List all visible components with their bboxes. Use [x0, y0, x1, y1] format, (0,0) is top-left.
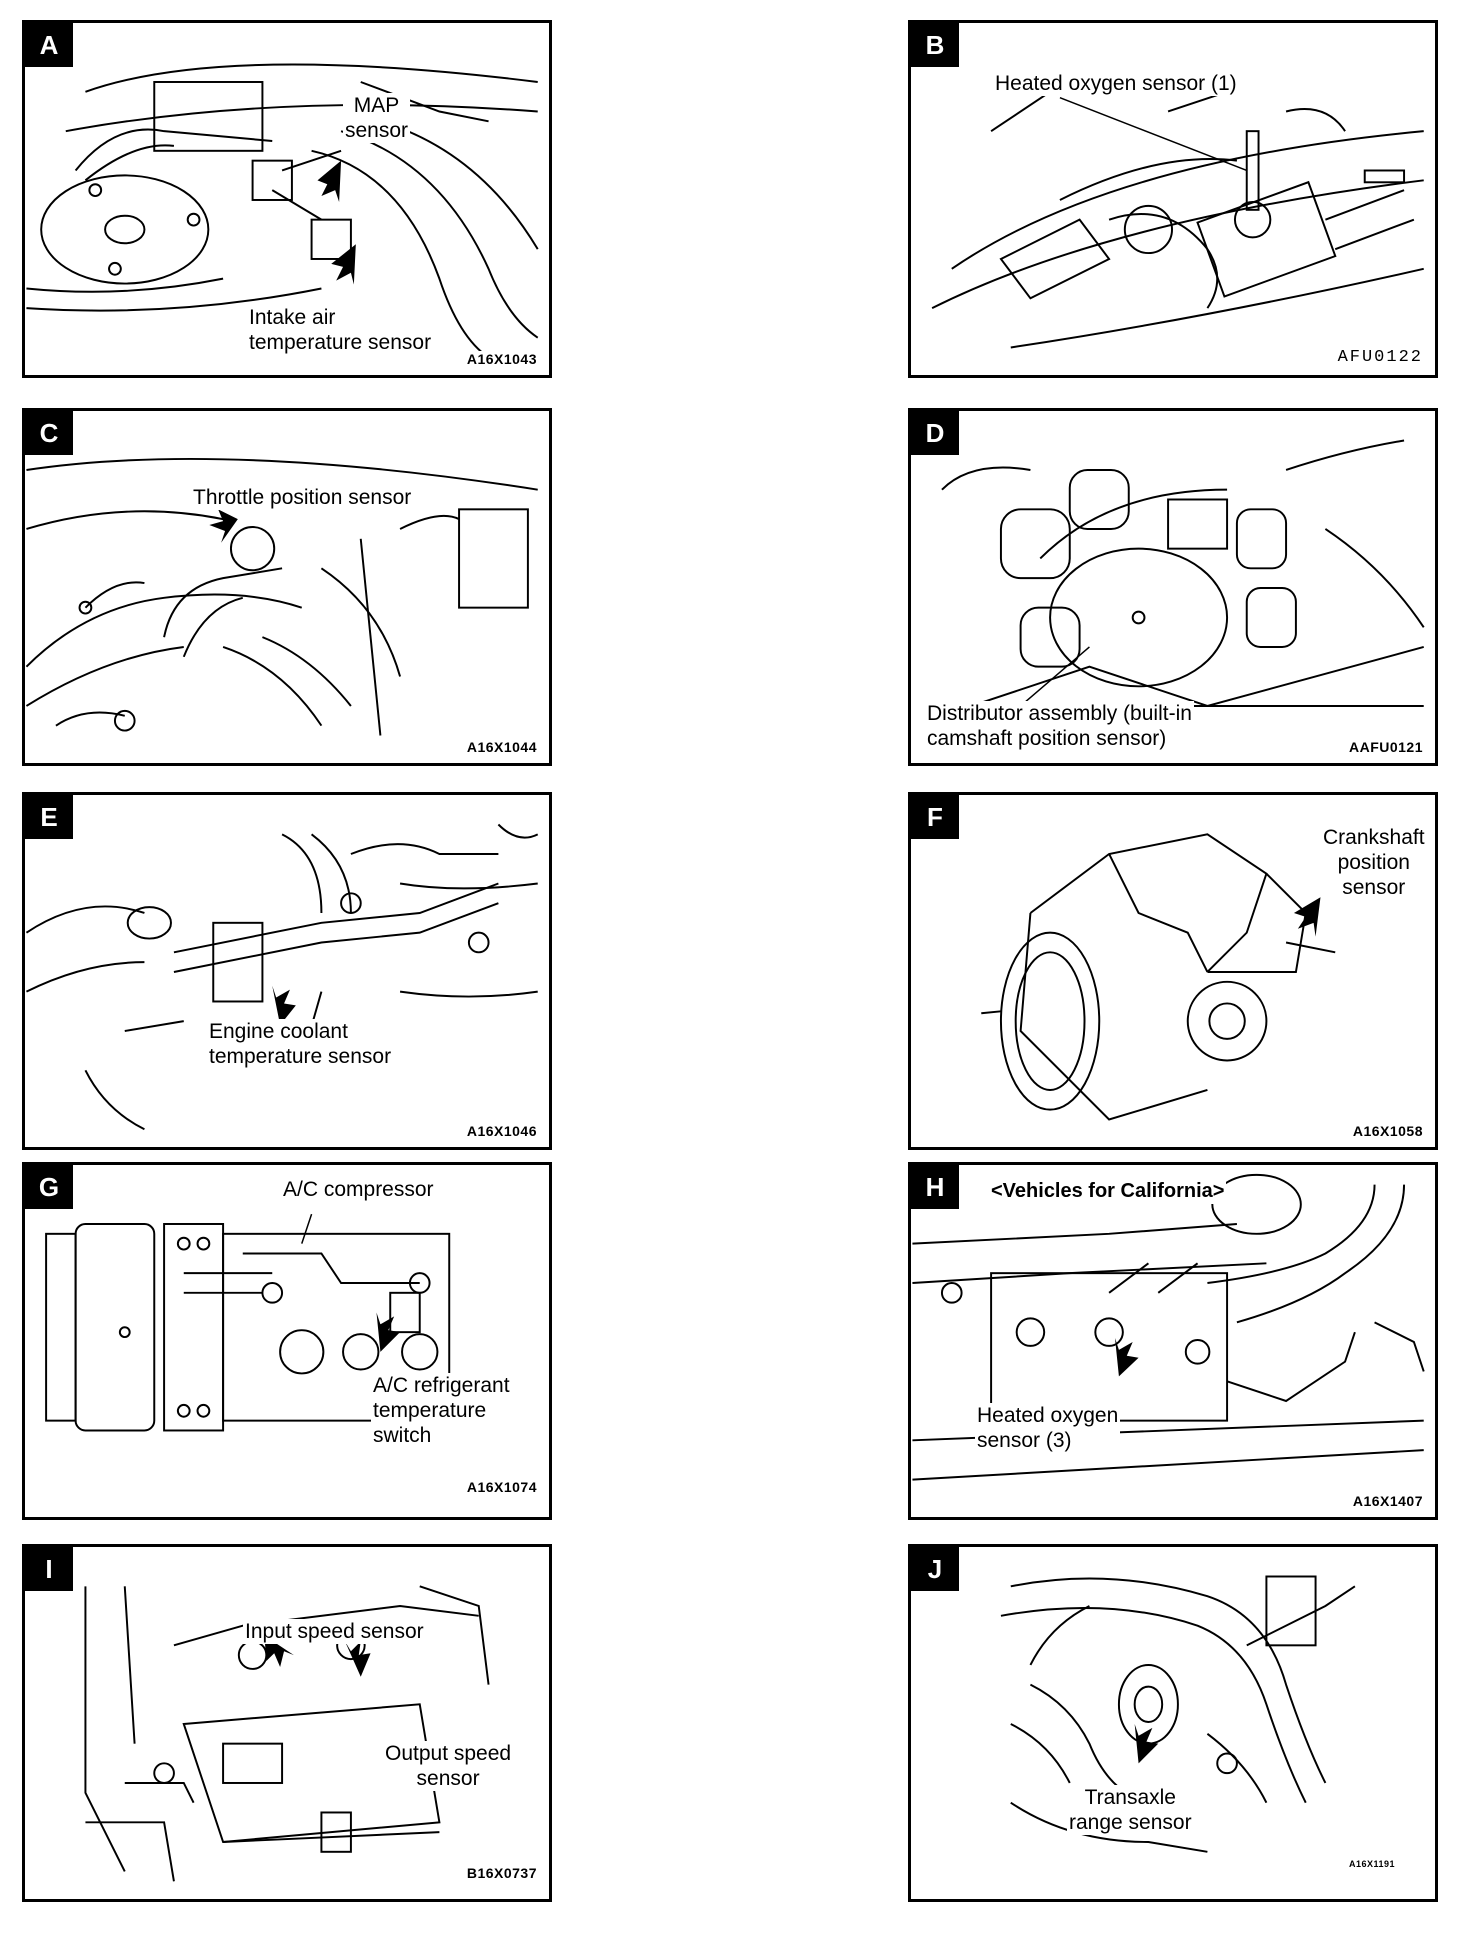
figure-code: A16X1191 — [1348, 1859, 1395, 1869]
figure-code: AFU0122 — [1337, 348, 1423, 367]
heated-oxygen-sensor-1-label: Heated oxygen sensor (1) — [993, 71, 1239, 96]
figure-code: A16X1043 — [466, 351, 537, 367]
transaxle-range-sensor-label: Transaxle range sensor — [1067, 1785, 1194, 1835]
label-line: temperature sensor — [209, 1045, 392, 1068]
figure-code: A16X1407 — [1352, 1493, 1423, 1509]
label-line: sensor — [1342, 876, 1406, 899]
label-line: sensor — [416, 1767, 480, 1790]
transaxle-range-sensor-illustration — [1000, 1575, 1356, 1853]
panel-badge: H — [911, 1165, 959, 1209]
label-line: temperature — [373, 1399, 487, 1422]
map-sensor-label: MAP sensor — [343, 93, 411, 143]
label-line: position — [1337, 851, 1410, 874]
label-line: sensor (3) — [977, 1429, 1072, 1452]
panel-d: D Distributor assembly (built-in camshaf… — [908, 408, 1438, 766]
input-output-speed-sensor-illustration — [84, 1585, 490, 1882]
figure-code: AAFU0121 — [1348, 739, 1423, 755]
crankshaft-position-sensor-illustration — [981, 833, 1336, 1121]
heated-oxygen-sensor-3-label: Heated oxygen sensor (3) — [975, 1403, 1121, 1453]
crankshaft-position-sensor-label: Crankshaft position sensor — [1321, 825, 1427, 900]
label-line: MAP — [353, 94, 400, 117]
label-line: Output speed — [385, 1742, 512, 1765]
label-line: Heated oxygen — [977, 1404, 1119, 1427]
panel-badge: B — [911, 23, 959, 67]
panel-badge: J — [911, 1547, 959, 1591]
panel-badge: E — [25, 795, 73, 839]
label-line: A/C refrigerant — [373, 1374, 510, 1397]
engine-coolant-temperature-sensor-illustration — [25, 823, 539, 1131]
throttle-position-sensor-label: Throttle position sensor — [191, 485, 414, 510]
figure-code: A16X1074 — [466, 1479, 537, 1495]
panel-h: H <Vehicles for California> Heated oxyge… — [908, 1162, 1438, 1520]
heated-oxygen-sensor-3-illustration — [912, 1173, 1425, 1481]
distributor-assembly-illustration — [931, 439, 1425, 747]
input-speed-sensor-label: Input speed sensor — [243, 1619, 426, 1644]
panel-badge: A — [25, 23, 73, 67]
panel-c: C Throttle position sensor A16X1044 — [22, 408, 552, 766]
panel-a: A MAP sensor Intake air temperature sens… — [22, 20, 552, 378]
distributor-assembly-label: Distributor assembly (built-in camshaft … — [925, 701, 1194, 751]
panel-e: E Engine coolant temperature sensor A16X… — [22, 792, 552, 1150]
panel-badge: C — [25, 411, 73, 455]
panel-b: B Heated oxygen sensor (1) AFU0122 — [908, 20, 1438, 378]
label-line: switch — [373, 1424, 432, 1447]
label-line: Intake air — [249, 306, 336, 329]
engine-coolant-temperature-sensor-label: Engine coolant temperature sensor — [207, 1019, 394, 1069]
figure-code: B16X0737 — [466, 1865, 537, 1881]
label-line: Distributor assembly (built-in — [927, 702, 1192, 725]
label-line: range sensor — [1069, 1811, 1192, 1834]
throttle-position-sensor-illustration — [25, 457, 538, 736]
panel-g: G A/C compressor A/C refrigerant tempera… — [22, 1162, 552, 1520]
panel-j: J Transaxle range sensor A16X1191 — [908, 1544, 1438, 1902]
ac-compressor-illustration — [45, 1213, 451, 1432]
panel-i: I Input speed sensor Output speed sensor… — [22, 1544, 552, 1902]
figure-code: A16X1046 — [466, 1123, 537, 1139]
intake-air-temperature-sensor-label: Intake air temperature sensor — [247, 305, 434, 355]
output-speed-sensor-label: Output speed sensor — [383, 1741, 514, 1791]
label-line: camshaft position sensor) — [927, 727, 1167, 750]
map-and-intake-air-sensor-illustration — [26, 63, 539, 359]
panel-badge: F — [911, 795, 959, 839]
vehicles-for-california-header: <Vehicles for California> — [989, 1179, 1227, 1204]
panel-f: F Crankshaft position sensor A16X1058 — [908, 792, 1438, 1150]
label-line: Engine coolant — [209, 1020, 348, 1043]
ac-compressor-label: A/C compressor — [281, 1177, 436, 1202]
label-line: Transaxle — [1084, 1786, 1176, 1809]
label-line: temperature sensor — [249, 331, 432, 354]
figure-code: A16X1044 — [466, 739, 537, 755]
panel-badge: G — [25, 1165, 73, 1209]
label-line: sensor — [345, 119, 409, 142]
heated-oxygen-sensor-1-illustration — [931, 81, 1424, 349]
label-line: Crankshaft — [1323, 826, 1425, 849]
figure-code: A16X1058 — [1352, 1123, 1423, 1139]
panel-badge: I — [25, 1547, 73, 1591]
ac-refrigerant-temperature-switch-label: A/C refrigerant temperature switch — [371, 1373, 512, 1448]
panel-badge: D — [911, 411, 959, 455]
